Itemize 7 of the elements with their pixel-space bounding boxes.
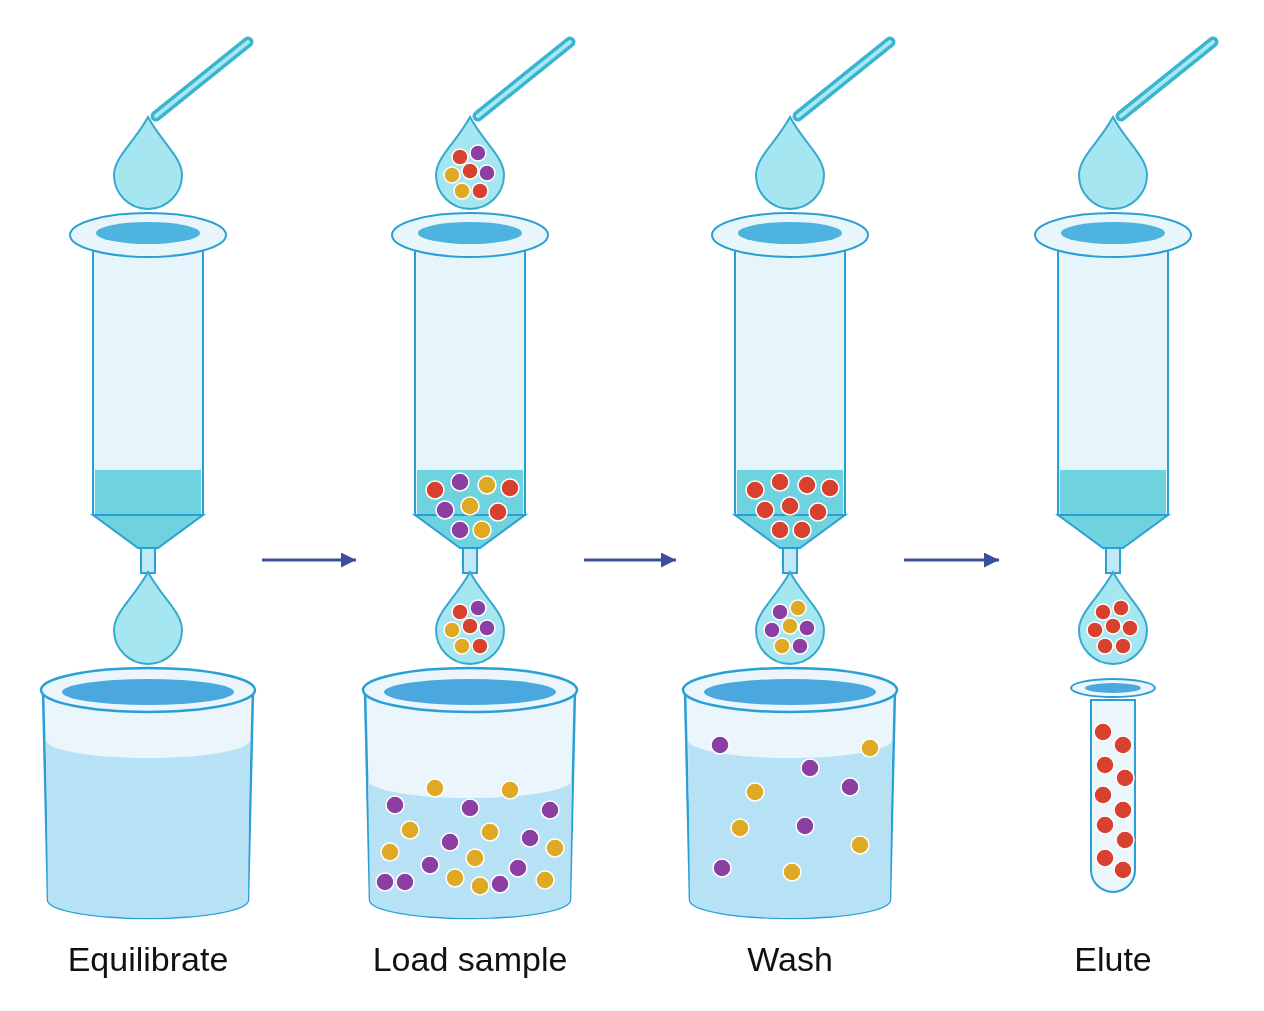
arrow bbox=[584, 552, 676, 568]
step-label: Load sample bbox=[371, 940, 569, 979]
step-label: Wash bbox=[746, 940, 834, 979]
step-label: Elute bbox=[1073, 940, 1153, 979]
arrow bbox=[262, 552, 356, 568]
arrow bbox=[904, 552, 999, 568]
step-label: Equilibrate bbox=[66, 940, 230, 979]
